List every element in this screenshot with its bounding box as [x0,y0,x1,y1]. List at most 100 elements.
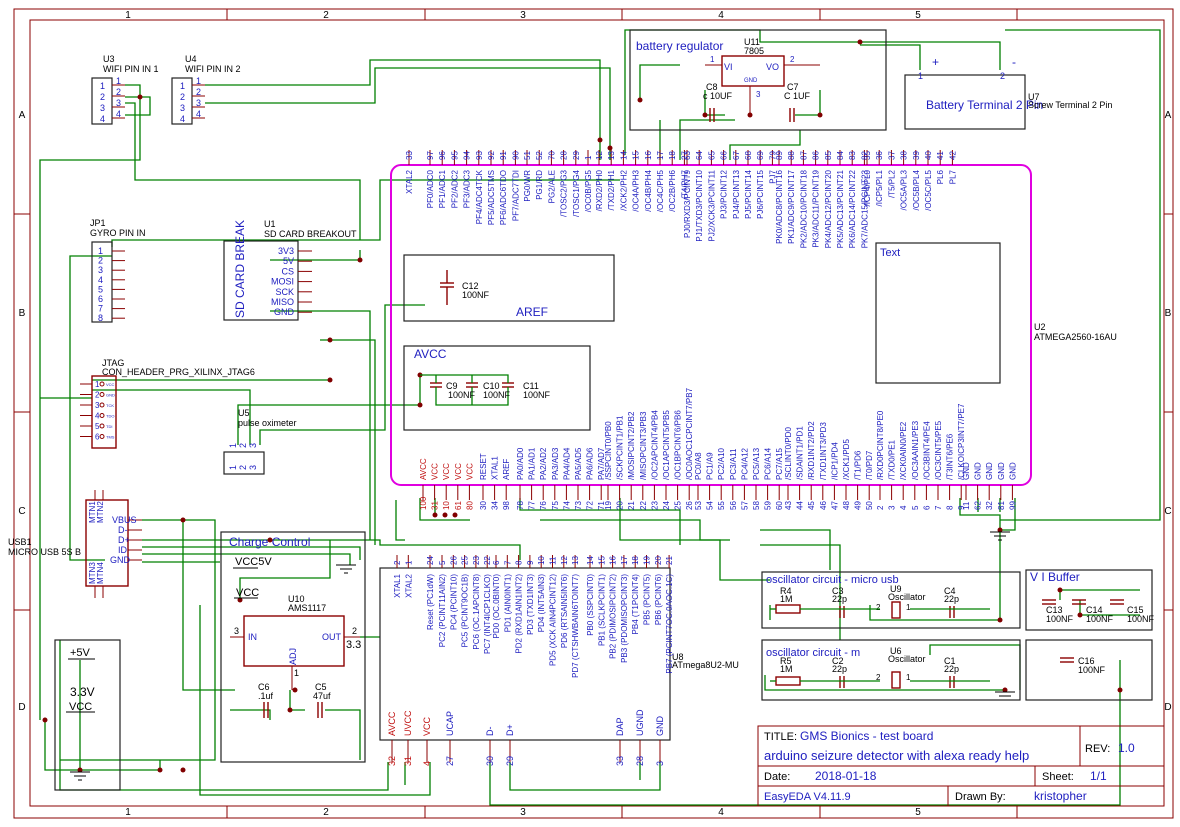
u2-top-pin-label: PL7 [948,169,957,184]
u2-bottom-pin-num-48: 48 [842,501,851,510]
u2-top-pin-num-96: 96 [438,151,447,160]
u8-top-pin-num-6: 6 [492,560,501,565]
u8-top-pin-label: PD4 (INT5AIN3) [537,574,546,633]
u2-top-pin-num-16: 16 [644,151,653,160]
u2-top-pin-num-42: 42 [948,151,957,160]
jp1-pin-4: 4 [98,275,103,285]
jtag-pin-name-tck: TCK [106,403,114,408]
u8-top-pin-num-1: 1 [404,560,413,565]
jp1-pin-1: 1 [98,246,103,256]
u2-top-pin-label: PK5/ADC13/PCINT21 [836,169,845,248]
u2-bottom-pin-label: VCC [431,463,440,480]
title-block: TITLE: GMS Bionics - test board arduino … [757,725,1165,807]
u2-bottom-pin-num-80: 80 [465,501,474,510]
c6-ref: C6 [258,682,270,692]
u4-wifi-header: U4 WIFI PIN IN 2 1 2 3 4 1 2 3 4 [171,54,241,125]
usb1-mtn4: MTN4 [96,562,105,584]
u2-bottom-pin-num-30: 30 [479,501,488,510]
charge-control-block: Charge Control VCC5V VCC U10 AMS1117 IN … [220,531,366,763]
u5-pin-3: 3 [248,443,258,448]
supply-box: +5V 3.3V VCC [54,639,121,791]
row-label-b: B [19,308,26,319]
u2-top-pin-label: PF0/ADC0 [426,169,435,208]
jtag-pin-dot [99,392,105,397]
u2-bottom-pin-label: GND [962,462,971,480]
c1-ref: C1 [944,656,956,666]
u8-top-pin-num-2: 2 [393,560,402,565]
u10-pin-in: IN [248,632,257,642]
u2-bottom-pin-label: PA0/AD0 [516,447,525,480]
u2-top-pin-label: /OC5C/PL5 [924,169,933,210]
u2-bottom-pin-num-49: 49 [854,501,863,510]
u8-ref: U8 [672,652,684,662]
sheet-value: 1/1 [1090,769,1107,783]
u1-sd-card: U1 SD CARD BREAKOUT SD CARD BREAK 3V35VC… [223,219,357,321]
u8-top-pin-num-10: 10 [537,556,546,565]
u9-pin-2: 2 [876,603,881,612]
jtag-pin-2: 2 [95,391,100,400]
r5-value: 1M [780,664,793,674]
u8-top-pin-label: PD0 (OC.0BINT0) [492,574,501,639]
jtag-pin-name-tdi: TDI [106,424,112,429]
u2-bottom-pin-label: /SCLINT0/PD0 [784,427,793,480]
u2-bottom-pin-label: /OC1APCINT5/PB5 [662,410,671,480]
u2-top-pin-label: XTAL2 [405,169,414,193]
u2-bottom-pin-label: /TXD0/PE1 [888,439,897,480]
c7-value: C 1UF [784,91,811,101]
u2-bottom-pin-label: PA4/AD4 [562,447,571,480]
c11-value: 100NF [523,390,551,400]
u2-top-pin-num-52: 52 [535,151,544,160]
u2-top-pin-label: PK6/ADC14/PCINT22 [848,169,857,248]
u2-top-pin-num-85: 85 [824,151,833,160]
u2-top-pin-label: PJ2/XCK3/PCINT11 [707,169,716,241]
u2-bottom-pin-num-78: 78 [516,501,525,510]
u10-num-3: 3 [234,626,239,636]
usb1-pin-id: ID [118,545,128,555]
u2-bottom-pin-label: PA7/AD7 [597,447,606,480]
oscillator-circuit-2: oscillator circuit - m R5 1M C2 22p U6 O… [761,639,1021,701]
u2-top-pin-label: /TOSC1/PG4 [572,169,581,217]
u2-bottom-pin-label: PA2/AD2 [539,447,548,480]
u2-top-pin-label: /OC4C/PH5 [656,169,665,212]
usb1-ref: USB1 [8,537,32,547]
u2-bottom-pin-num-3: 3 [888,505,897,510]
jtag-pin-name-vcc: VCC [106,382,115,387]
u2-top-pin-num-67: 67 [732,151,741,160]
u2-top-pin-num-95: 95 [450,151,459,160]
u8-top-pin-label: Reset (PC1dW) [426,574,435,630]
u4-pin-3: 3 [196,98,201,108]
u8-name: ATmega8U2-MU [672,660,739,670]
u2-top-pin-label: PJ3/PCINT12 [720,169,729,218]
c3-value: 22p [832,594,847,604]
u2-top-pin-label: /ICP4/PL0 [863,169,872,206]
u2-top-pin-num-18: 18 [668,151,677,160]
u2-top-pin-num-86: 86 [812,151,821,160]
u2-text-box: Text [880,247,900,259]
usb1-pin-dm: D- [118,525,128,535]
jtag-pin-name-tdo: TDO [106,414,114,419]
c2-ref: C2 [832,656,844,666]
u9-name: Oscillator [888,592,926,602]
u2-bottom-pin-label: /MOSIPCINT2/PB2 [627,411,636,480]
u3-pin-3-body: 3 [100,103,105,113]
aref-title: AREF [516,305,548,319]
subtitle-text: arduino seizure detector with alexa read… [764,748,1029,763]
u8-top-pin-num-14: 14 [586,556,595,565]
c13-value: 100NF [1046,614,1074,624]
u2-bottom-pin-num-50: 50 [865,501,874,510]
u11-ref: U11 [744,37,760,47]
supply-5v: +5V [70,647,91,659]
u7-name: Screw Terminal 2 Pin [1028,100,1112,110]
c9-value: 100NF [448,390,476,400]
u2-top-pin-num-15: 15 [632,151,641,160]
u2-top-pin-num-88: 88 [787,151,796,160]
u2-bottom-pin-label: PC0/A8 [694,452,703,480]
vibuf-title: V I Buffer [1030,570,1080,584]
u2-bottom-pin-num-99: 99 [1008,501,1017,510]
u2-bottom-pin-num-24: 24 [662,501,671,510]
u2-bottom-pin-num-59: 59 [764,501,773,510]
charge-title: Charge Control [229,535,310,549]
u2-top-pin-num-51: 51 [523,151,532,160]
aref-block: AREF C12 100NF [403,254,615,322]
u2-top-pin-num-65: 65 [707,151,716,160]
